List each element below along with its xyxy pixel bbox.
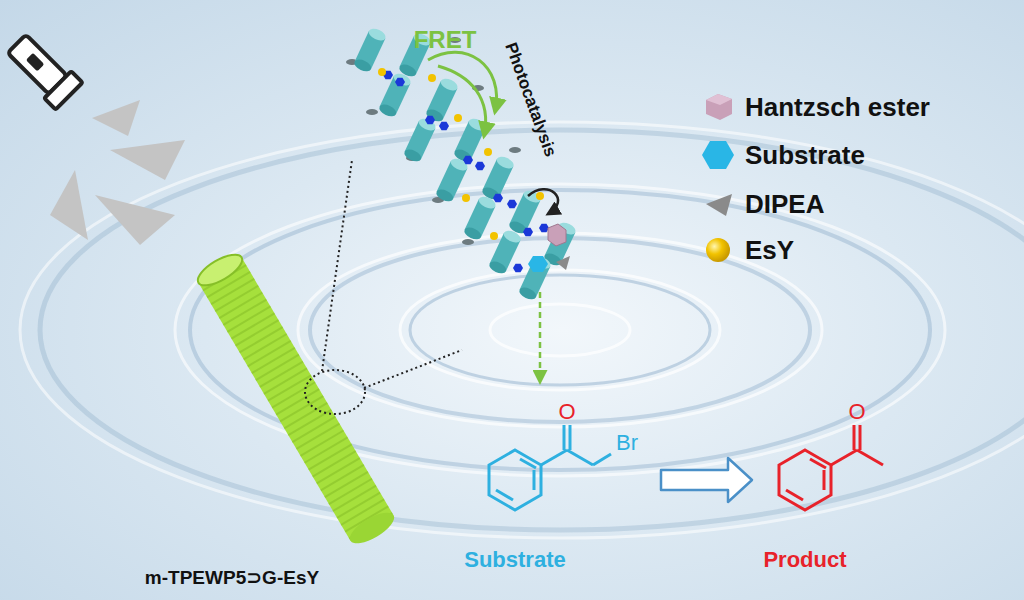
light-rays xyxy=(50,100,185,245)
nanotube xyxy=(193,249,398,550)
product-molecule: O Product xyxy=(760,395,900,575)
atom-label: Br xyxy=(616,431,638,455)
zoom-leader xyxy=(305,160,462,414)
legend-text: DIPEA xyxy=(745,190,824,219)
atom-label: O xyxy=(558,400,575,424)
legend-text: Hantzsch ester xyxy=(745,93,930,122)
photocatalysis-arrow xyxy=(528,189,558,214)
release-arrow xyxy=(539,292,542,382)
substrate-structure xyxy=(489,425,611,510)
helix-assembly xyxy=(346,26,577,301)
process-label: Photocatalysis xyxy=(501,40,560,159)
substrate-molecule: O BrSubstrate xyxy=(455,395,655,575)
water-ripples xyxy=(20,122,1024,538)
fret-label: FRET xyxy=(414,27,477,53)
legend-text: Substrate xyxy=(745,141,865,170)
reaction-arrow xyxy=(661,458,752,502)
legend-text: EsY xyxy=(745,236,794,265)
flashlight xyxy=(3,30,82,109)
atom-label: O xyxy=(848,400,865,424)
product-structure xyxy=(779,425,883,510)
material-label: m-TPEWP5⊃G-EsY xyxy=(145,568,319,589)
fret-arrows xyxy=(428,52,497,136)
legend-icons xyxy=(702,94,734,262)
molecule-name: Product xyxy=(763,548,846,572)
molecule-name: Substrate xyxy=(464,548,565,572)
